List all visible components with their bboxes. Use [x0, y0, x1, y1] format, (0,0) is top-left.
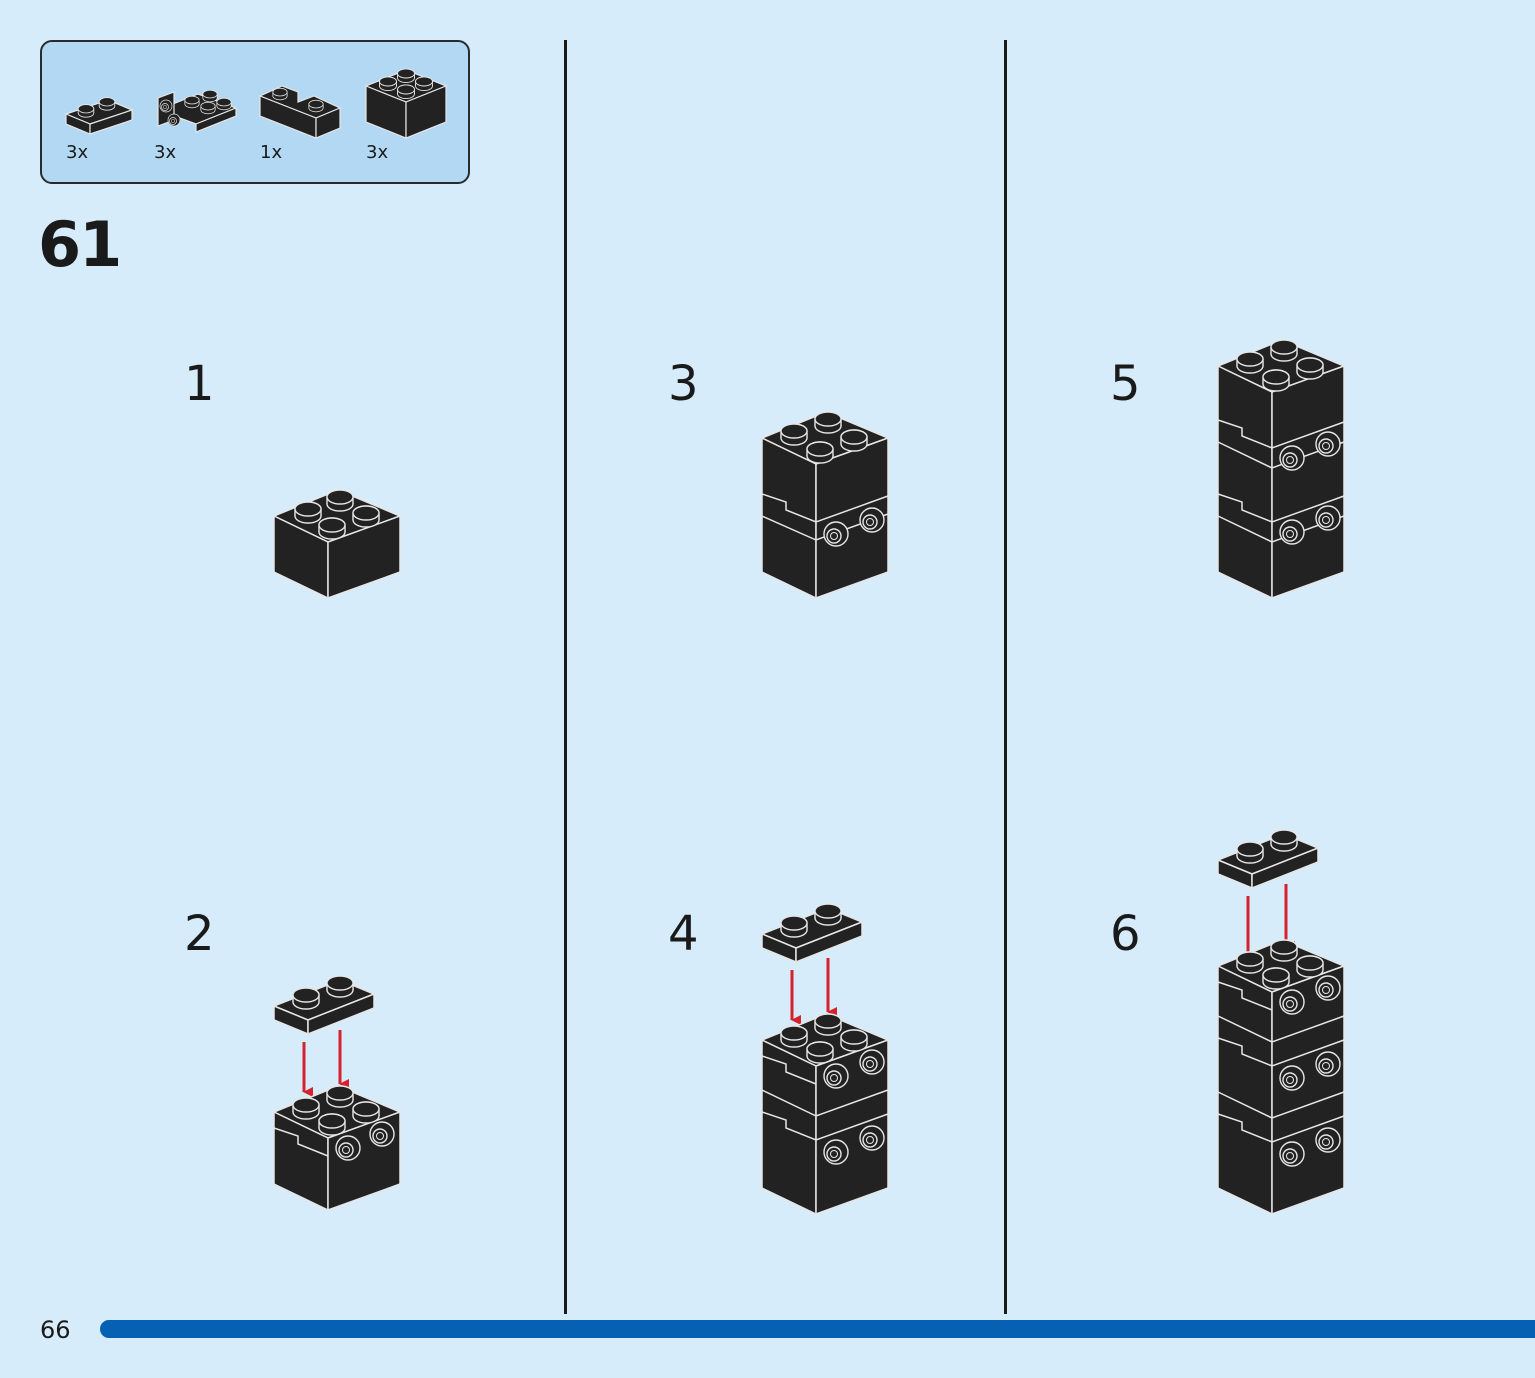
step5-brick-assembly — [1216, 339, 1347, 600]
substep-number-2: 2 — [184, 906, 215, 962]
column-divider-2 — [1004, 40, 1007, 1314]
page-number: 66 — [40, 1316, 71, 1344]
part-qty-corner: 1x — [260, 142, 283, 163]
step4-brick-assembly — [759, 903, 891, 1216]
substep-number-1: 1 — [184, 356, 215, 412]
plate-1x2-icon — [64, 97, 134, 135]
substep-number-6: 6 — [1110, 906, 1141, 962]
step1-brick-assembly — [272, 489, 403, 600]
step-number: 61 — [38, 208, 122, 281]
corner-brick-icon — [258, 85, 342, 139]
substep-number-4: 4 — [668, 906, 699, 962]
brick-2x2-icon — [364, 68, 448, 139]
substep-number-5: 5 — [1110, 356, 1141, 412]
part-qty-plate: 3x — [66, 142, 89, 163]
step3-brick-assembly — [760, 411, 891, 600]
step6-brick-assembly — [1215, 829, 1347, 1216]
step2-brick-assembly — [271, 975, 403, 1212]
bracket-plate-icon — [156, 89, 238, 133]
part-qty-brick: 3x — [366, 142, 389, 163]
column-divider-1 — [564, 40, 567, 1314]
part-qty-bracket: 3x — [154, 142, 177, 163]
substep-number-3: 3 — [668, 356, 699, 412]
progress-bar — [100, 1320, 1535, 1338]
